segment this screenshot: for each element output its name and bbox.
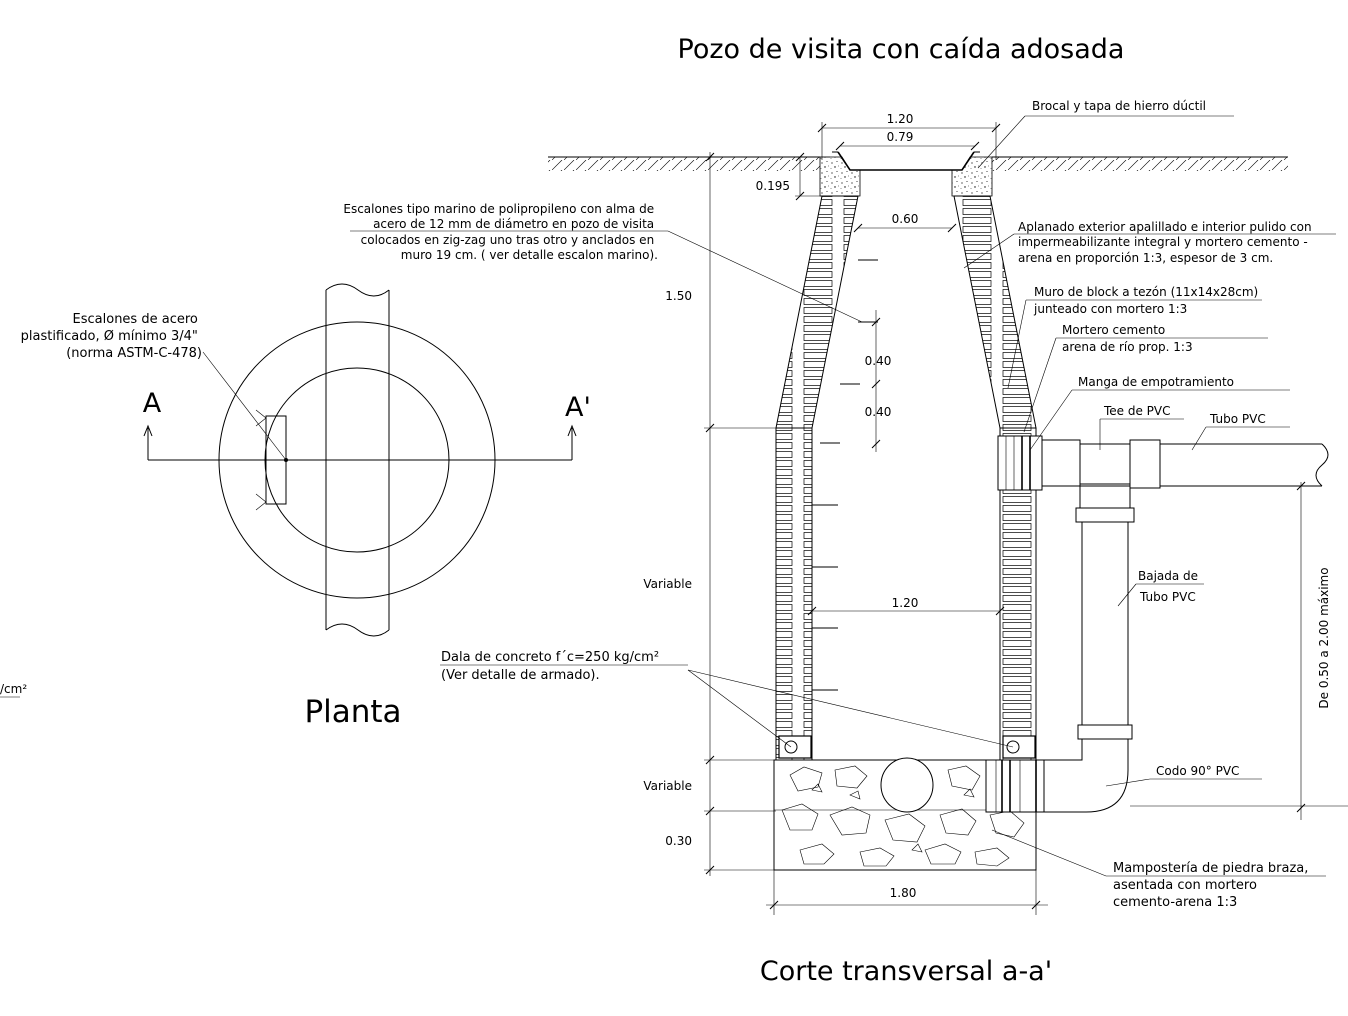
- plan-title: Planta: [304, 694, 401, 730]
- plan-pipe-break-top: [325, 283, 390, 297]
- dim-cone-h: 1.50: [665, 289, 692, 303]
- dim-neck: 0.60: [892, 212, 919, 226]
- brocal-right: [951, 156, 993, 197]
- edge-fragment-text: /cm²: [0, 682, 27, 696]
- inlet-pipe-assembly: [997, 435, 1329, 523]
- ground-hatch-left: [548, 157, 820, 171]
- main-title: Pozo de visita con caída adosada: [678, 34, 1125, 65]
- dala-left: [778, 735, 812, 759]
- body-wall-left: [775, 427, 813, 761]
- dim-base-w: 1.80: [890, 886, 917, 900]
- note-mamposteria: Mampostería de piedra braza, asentada co…: [1113, 861, 1313, 910]
- plan-view: A A' Escalones de acero plastificado, Ø …: [21, 283, 591, 637]
- note-brocal: Brocal y tapa de hierro dúctil: [1032, 99, 1206, 113]
- plan-steps-leader: [202, 351, 287, 461]
- cover-frame: [837, 151, 975, 171]
- section-view: 1.20 0.79 0.195 0.60 1.50 Variable Varia…: [343, 99, 1348, 915]
- dim-brocal: 0.195: [756, 179, 790, 193]
- dim-slab: 0.30: [665, 834, 692, 848]
- manga-bottom: [985, 759, 1045, 813]
- tee: [1079, 443, 1131, 485]
- note-mortero: Mortero cemento arena de río prop. 1:3: [1062, 323, 1193, 354]
- ground-hatch-right: [992, 157, 1288, 171]
- dim-step1: 0.40: [865, 354, 892, 368]
- arrow-a-prime-icon: [567, 424, 577, 437]
- note-dala: Dala de concreto f´c=250 kg/cm² (Ver det…: [441, 650, 663, 683]
- outlet-pipe: [880, 757, 934, 813]
- dim-body-h: Variable: [643, 577, 692, 591]
- dim-top-inner: 0.79: [887, 130, 914, 144]
- plan-pipe-break-bottom: [325, 623, 390, 637]
- dim-drop: De 0.50 a 2.00 máximo: [1317, 567, 1331, 708]
- brocal-left: [819, 156, 861, 197]
- note-bajada: Bajada de Tubo PVC: [1138, 569, 1202, 604]
- label-a-prime: A': [565, 392, 591, 423]
- note-muro: Muro de block a tezón (11x14x28cm) junte…: [1033, 285, 1262, 316]
- section-title: Corte transversal a-a': [760, 956, 1052, 987]
- elbow-assembly: [985, 738, 1129, 813]
- dim-base-h: Variable: [643, 779, 692, 793]
- label-a: A: [143, 388, 162, 419]
- note-manga: Manga de empotramiento: [1078, 375, 1234, 389]
- dim-inner-w: 1.20: [892, 596, 919, 610]
- note-codo: Codo 90° PVC: [1156, 764, 1239, 778]
- plan-steps-note: Escalones de acero plastificado, Ø mínim…: [21, 312, 202, 361]
- dim-top-outer: 1.20: [887, 112, 914, 126]
- note-tubo: Tubo PVC: [1209, 412, 1266, 426]
- cone-wall-left: [775, 195, 859, 429]
- note-escalones: Escalones tipo marino de polipropileno c…: [343, 202, 658, 262]
- dim-step2: 0.40: [865, 405, 892, 419]
- manga-top: [997, 435, 1043, 491]
- note-tee: Tee de PVC: [1103, 404, 1171, 418]
- codo: [1043, 738, 1129, 813]
- arrow-a-icon: [143, 424, 153, 437]
- note-aplanado: Aplanado exterior apalillado e interior …: [1018, 220, 1315, 265]
